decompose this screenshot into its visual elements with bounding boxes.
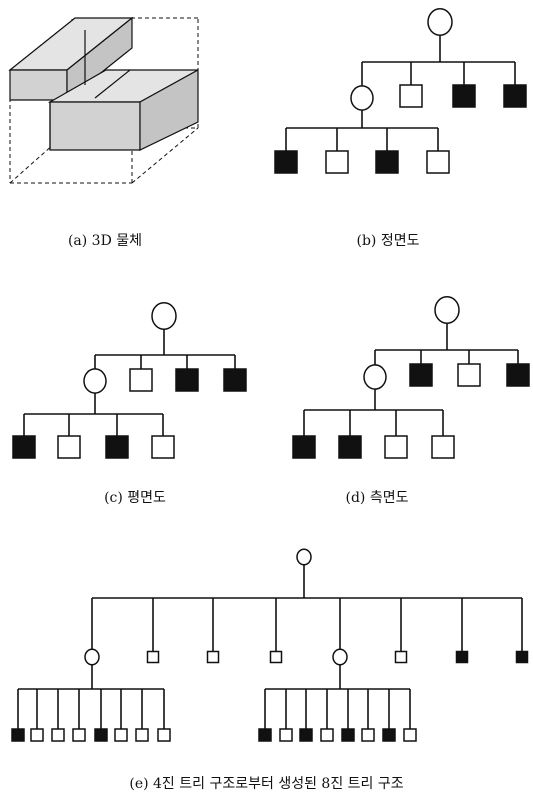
full-leaf-node [292, 435, 316, 459]
empty-leaf-node [51, 728, 65, 742]
caption-side-view: (d) 측면도 [345, 490, 409, 506]
internal-node [350, 85, 374, 111]
empty-leaf-node [320, 728, 334, 742]
full-leaf-node [503, 84, 527, 108]
empty-leaf-node [57, 435, 81, 459]
full-leaf-node [375, 150, 399, 174]
rear-block [8, 16, 134, 102]
3d-object-drawing [8, 16, 199, 184]
internal-node [427, 8, 453, 36]
empty-leaf-node [72, 728, 86, 742]
full-leaf-node [105, 435, 129, 459]
empty-leaf-node [30, 728, 44, 742]
empty-leaf-node [457, 363, 481, 387]
full-leaf-node [11, 728, 25, 742]
empty-leaf-node [325, 150, 349, 174]
empty-leaf-node [426, 150, 450, 174]
full-leaf-node [274, 150, 298, 174]
full-leaf-node [455, 650, 469, 664]
empty-leaf-node [114, 728, 128, 742]
full-leaf-node [258, 728, 272, 742]
empty-leaf-node [394, 650, 408, 664]
empty-leaf-node [361, 728, 375, 742]
internal-node [363, 364, 387, 390]
empty-leaf-node [431, 435, 455, 459]
caption-3d-object: (a) 3D 물체 [67, 233, 143, 249]
full-leaf-node [341, 728, 355, 742]
internal-node [151, 302, 177, 330]
full-leaf-node [338, 435, 362, 459]
empty-leaf-node [269, 650, 283, 664]
empty-leaf-node [279, 728, 293, 742]
empty-leaf-node [129, 368, 153, 392]
empty-leaf-node [157, 728, 171, 742]
front-block [47, 68, 199, 151]
empty-leaf-node [151, 435, 175, 459]
internal-node [84, 648, 100, 666]
caption-octree: (e) 4진 트리 구조로부터 생성된 8진 트리 구조 [129, 776, 404, 792]
joint-lines [84, 30, 131, 99]
empty-leaf-node [206, 650, 220, 664]
full-leaf-node [223, 368, 247, 392]
full-leaf-node [94, 728, 108, 742]
full-leaf-node [515, 650, 529, 664]
full-leaf-node [12, 435, 36, 459]
internal-node [332, 648, 348, 666]
internal-node [83, 368, 107, 394]
empty-leaf-node [384, 435, 408, 459]
full-leaf-node [409, 363, 433, 387]
caption-top-view: (c) 평면도 [104, 490, 166, 506]
full-leaf-node [506, 363, 530, 387]
full-leaf-node [175, 368, 199, 392]
empty-leaf-node [399, 84, 423, 108]
caption-front-view: (b) 정면도 [356, 233, 420, 249]
internal-node [434, 296, 460, 324]
full-leaf-node [299, 728, 313, 742]
full-leaf-node [382, 728, 396, 742]
empty-leaf-node [135, 728, 149, 742]
full-leaf-node [452, 84, 476, 108]
empty-leaf-node [403, 728, 417, 742]
empty-leaf-node [146, 650, 160, 664]
internal-node [296, 548, 312, 566]
